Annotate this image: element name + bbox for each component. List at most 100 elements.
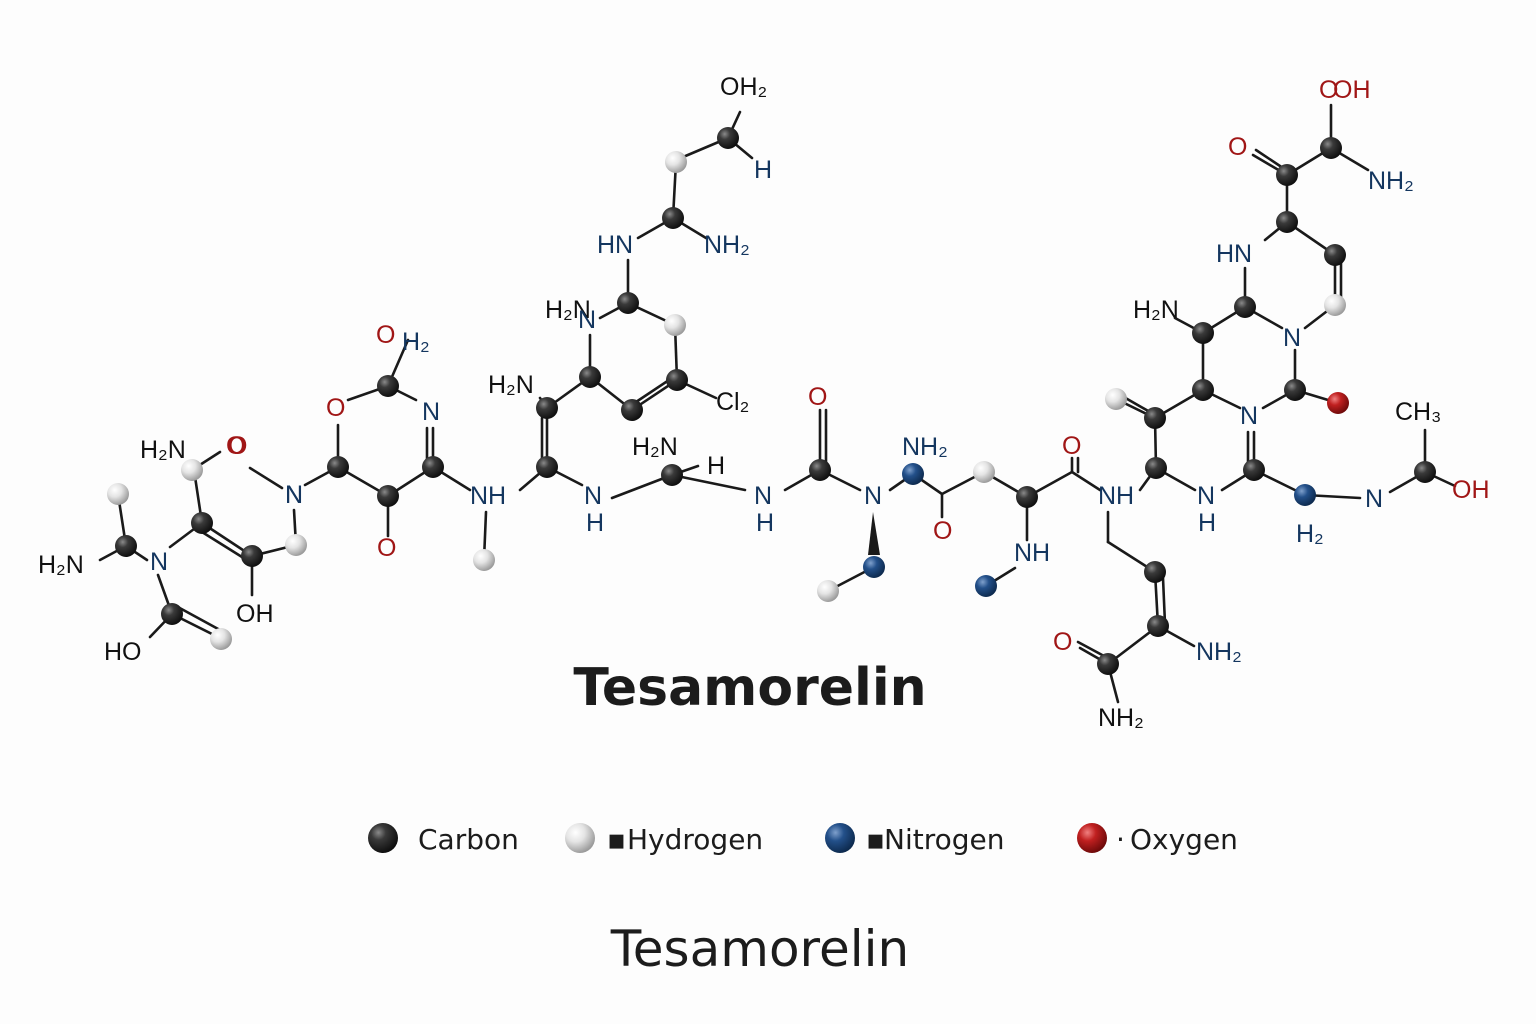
- atom-label: O: [1319, 76, 1338, 104]
- bond: [1161, 576, 1167, 626]
- carbon-atom: [1243, 459, 1265, 481]
- carbon-atom: [536, 456, 558, 478]
- atom-label: Cl₂: [716, 388, 749, 416]
- atom-label: NH₂: [704, 231, 750, 259]
- carbon-atom: [579, 366, 601, 388]
- atom-label: O: [1062, 432, 1081, 460]
- oxygen-atom: [1327, 392, 1349, 414]
- carbon-atom: [1324, 244, 1346, 266]
- atom-label: O: [377, 534, 396, 562]
- atom-label: H: [1198, 509, 1216, 537]
- atom-label: N: [584, 482, 602, 510]
- nitrogen-atom: [902, 463, 924, 485]
- atom-label: NH₂: [1098, 704, 1144, 732]
- atom-label: N: [422, 398, 440, 426]
- atoms: [107, 127, 1436, 675]
- bond: [634, 376, 674, 404]
- atom-label: N: [1365, 485, 1383, 513]
- carbon-atom: [666, 369, 688, 391]
- legend-marker: ▪: [866, 823, 885, 856]
- carbon-atom: [1097, 653, 1119, 675]
- carbon-atom: [1320, 137, 1342, 159]
- carbon-atom: [661, 464, 683, 486]
- atom-label: O: [326, 394, 345, 422]
- hydrogen-atom: [210, 628, 232, 650]
- atom-label: N: [1197, 482, 1215, 510]
- oxygen-swatch: [1077, 823, 1107, 853]
- carbon-atom: [662, 207, 684, 229]
- legend-item-carbon: Carbon: [368, 823, 519, 856]
- legend-label: Carbon: [418, 823, 519, 856]
- bond: [670, 473, 747, 492]
- atom-label: O: [1053, 628, 1072, 656]
- nitrogen-swatch: [825, 823, 855, 853]
- atom-label: NH: [470, 482, 506, 510]
- atom-label: O: [376, 321, 395, 349]
- atom-label: N: [285, 481, 303, 509]
- atom-label: H₂N: [488, 371, 534, 399]
- carbon-atom: [1276, 164, 1298, 186]
- hydrogen-atom: [107, 483, 129, 505]
- bond: [1254, 148, 1285, 170]
- legend-item-nitrogen: ▪ Nitrogen: [825, 823, 1004, 856]
- hydrogen-atom: [664, 314, 686, 336]
- legend-item-hydrogen: ▪ Hydrogen: [565, 823, 763, 856]
- carbon-swatch: [368, 823, 398, 853]
- carbon-atom: [1284, 379, 1306, 401]
- hydrogen-atom: [973, 461, 995, 483]
- atom-label: NH₂: [902, 433, 948, 461]
- hydrogen-atom: [1105, 388, 1127, 410]
- atom-label: NH: [1014, 539, 1050, 567]
- bond: [1070, 470, 1102, 492]
- carbon-atom: [809, 459, 831, 481]
- carbon-atom: [536, 397, 558, 419]
- carbon-atom: [1144, 561, 1166, 583]
- legend-item-oxygen: · Oxygen: [1077, 823, 1238, 856]
- atom-label: O: [226, 432, 245, 460]
- atom-label: N: [754, 482, 772, 510]
- atom-label: N: [1240, 402, 1258, 430]
- nitrogen-atom: [863, 556, 885, 578]
- carbon-atom: [191, 512, 213, 534]
- hydrogen-atom: [817, 580, 839, 602]
- legend-label: Hydrogen: [627, 823, 763, 856]
- atom-label: O: [808, 383, 827, 411]
- atom-label: N: [285, 481, 303, 509]
- bond: [174, 604, 222, 632]
- atom-label: N: [578, 306, 596, 334]
- legend-label: Nitrogen: [884, 823, 1004, 856]
- hydrogen-atom: [1324, 294, 1346, 316]
- nitrogen-atom: [1294, 484, 1316, 506]
- legend-marker: ▪: [607, 823, 626, 856]
- atom-label: N: [1283, 324, 1301, 352]
- atom-label: H₂: [1296, 520, 1324, 548]
- carbon-atom: [621, 399, 643, 421]
- atom-label: NH₂: [1196, 638, 1242, 666]
- carbon-atom: [1414, 461, 1436, 483]
- carbon-atom: [1147, 615, 1169, 637]
- atom-label: N: [150, 548, 168, 576]
- legend-label: Oxygen: [1130, 823, 1238, 856]
- carbon-atom: [1192, 322, 1214, 344]
- atom-label: O: [228, 432, 247, 460]
- atom-label: H₂N: [1133, 296, 1179, 324]
- atom-label: H₂: [402, 328, 430, 356]
- carbon-atom: [422, 456, 444, 478]
- atom-label: OH: [1452, 476, 1490, 504]
- bond: [1076, 640, 1106, 658]
- carbon-atom: [1016, 486, 1038, 508]
- carbon-atom: [161, 603, 183, 625]
- legend-marker: ·: [1116, 823, 1125, 856]
- carbon-atom: [1144, 407, 1166, 429]
- carbon-atom: [1145, 457, 1167, 479]
- bond: [248, 466, 284, 490]
- hydrogen-swatch: [565, 823, 595, 853]
- carbon-atom: [717, 127, 739, 149]
- atom-label: O: [933, 517, 952, 545]
- wedge-bond: [868, 512, 880, 555]
- atom-label: H₂N: [545, 296, 591, 324]
- atom-label: H₂N: [38, 551, 84, 579]
- nitrogen-atom: [975, 575, 997, 597]
- carbon-atom: [377, 375, 399, 397]
- atom-label: OH: [1333, 76, 1371, 104]
